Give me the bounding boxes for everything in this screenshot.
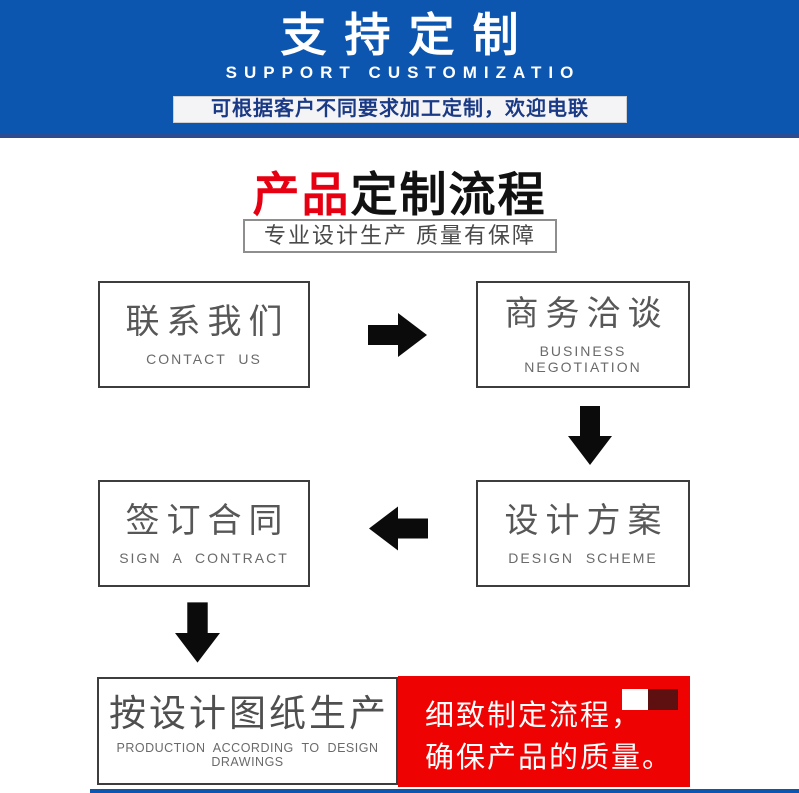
banner-title: 支持定制: [280, 9, 537, 61]
flow-step-zh-label: 按设计图纸生产: [109, 692, 389, 734]
quality-note-box: 细致制定流程， 确保产品的质量。: [398, 676, 690, 787]
flow-step-zh-label: 商务洽谈: [504, 295, 669, 333]
decor-maroon-square: [648, 689, 678, 710]
flow-step-design-scheme: 设计方案 DESIGN SCHEME: [476, 480, 690, 587]
flow-step-sign-contract: 签订合同 SIGN A CONTRACT: [98, 480, 310, 587]
flow-step-en-label: DESIGN SCHEME: [508, 550, 658, 566]
quality-note-line1: 细致制定流程，: [425, 700, 643, 732]
section-title-red: 产品: [252, 168, 351, 221]
arrow-left-icon: [368, 505, 428, 552]
flow-step-zh-label: 联系我们: [125, 303, 290, 341]
flow-step-zh-label: 签订合同: [125, 502, 290, 540]
flow-step-production: 按设计图纸生产 PRODUCTION ACCORDING TO DESIGN D…: [97, 677, 398, 785]
banner: 支持定制 SUPPORT CUSTOMIZATIO 可根据客户不同要求加工定制，…: [0, 0, 799, 138]
banner-subtitle: SUPPORT CUSTOMIZATIO: [225, 63, 581, 82]
section-title: 产品定制流程: [0, 156, 799, 225]
flow-step-business-negotiation: 商务洽谈 BUSINESS NEGOTIATION: [476, 281, 690, 388]
quality-note-line2: 确保产品的质量。: [425, 742, 674, 774]
arrow-down-icon: [174, 601, 221, 665]
bottom-blue-strip: [90, 789, 799, 793]
flow-step-en-label: SIGN A CONTRACT: [119, 550, 289, 566]
flow-step-en-label: BUSINESS NEGOTIATION: [524, 343, 642, 375]
arrow-down-icon: [567, 406, 613, 466]
flow-step-en-label: PRODUCTION ACCORDING TO DESIGN DRAWINGS: [116, 740, 379, 769]
banner-note: 可根据客户不同要求加工定制，欢迎电联: [173, 96, 627, 123]
flow-step-contact-us: 联系我们 CONTACT US: [98, 281, 310, 388]
flow-step-en-label: CONTACT US: [146, 351, 262, 367]
section-title-black: 定制流程: [350, 168, 547, 221]
decor-white-square: [622, 689, 648, 710]
flow-step-zh-label: 设计方案: [504, 502, 669, 540]
banner-note-text: 可根据客户不同要求加工定制，欢迎电联: [211, 98, 589, 120]
arrow-right-icon: [368, 312, 428, 358]
section-tagline: 专业设计生产 质量有保障: [243, 219, 557, 253]
